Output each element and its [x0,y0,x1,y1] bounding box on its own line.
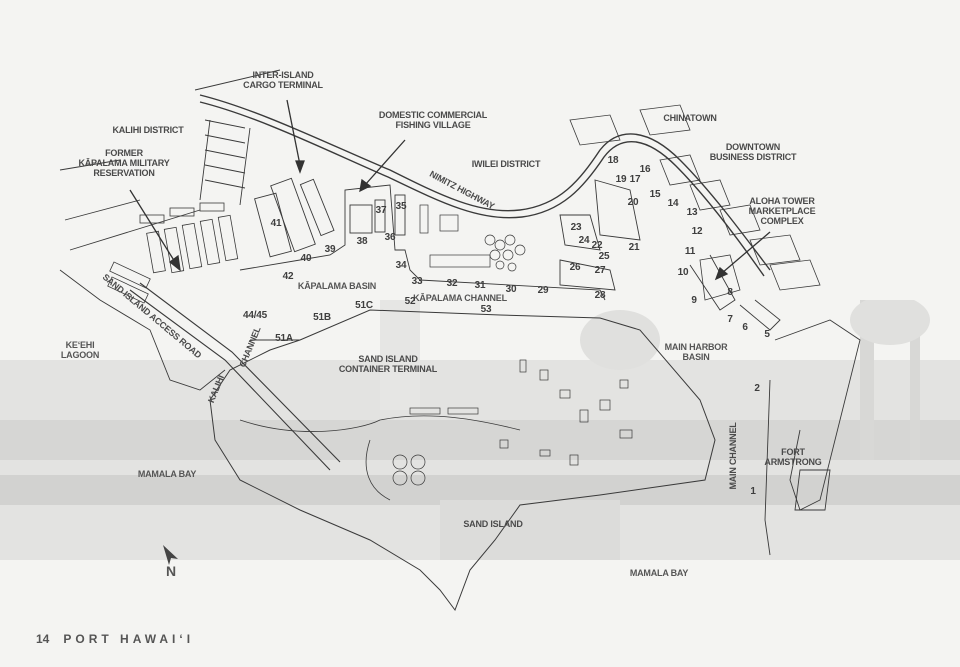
pier-number: 51A [275,333,293,344]
pier-number: 29 [537,285,549,296]
label-kalihi-district: KALIHI DISTRICT [112,125,184,135]
pier-number: 22 [591,240,603,251]
pier-number: 42 [282,271,294,282]
pier-number: 31 [474,280,486,291]
pier-number: 40 [300,253,312,264]
pier-number: 2 [754,383,760,394]
pier-number: 26 [569,262,581,273]
pier-number: 23 [570,222,582,233]
label-domestic-fishing-village: DOMESTIC COMMERCIAL FISHING VILLAGE [378,110,488,130]
pier-number: 32 [446,278,458,289]
label-sand-island-container-terminal: SAND ISLAND CONTAINER TERMINAL [338,354,438,374]
label-downtown-business-district: DOWNTOWN BUSINESS DISTRICT [709,142,797,162]
pier-number: 51B [313,312,331,323]
label-kapalama-channel: KĀPALAMA CHANNEL [413,293,507,303]
pier-number: 38 [356,236,368,247]
label-mamala-bay-south: MAMALA BAY [629,568,689,578]
pier-number: 36 [384,232,396,243]
pier-number: 12 [691,226,703,237]
label-sand-island: SAND ISLAND [463,519,523,529]
pier-number: 30 [505,284,517,295]
pier-number: 19 [615,174,627,185]
page-number: 14 [36,632,50,646]
pier-number: 8 [727,287,733,298]
label-iwilei-district: IWILEI DISTRICT [471,159,541,169]
pier-number: 9 [691,295,697,306]
label-kapalama-basin: KĀPALAMA BASIN [297,281,377,291]
label-mamala-bay-west: MAMALA BAY [137,469,197,479]
pier-number: 1 [750,486,756,497]
label-chinatown: CHINATOWN [663,113,717,123]
label-fort-armstrong: FORT ARMSTRONG [764,447,822,467]
north-arrow-icon [163,545,178,565]
label-aloha-tower-marketplace: ALOHA TOWER MARKETPLACE COMPLEX [748,196,816,226]
pier-number: 53 [480,304,492,315]
pier-number: 44/45 [242,310,268,321]
pier-number: 15 [649,189,661,200]
pier-number: 24 [578,235,590,246]
pier-number: 5 [764,329,770,340]
pier-number: 25 [598,251,610,262]
label-keehi-lagoon: KE‘EHI LAGOON [60,340,100,360]
pier-number: 11 [684,246,696,257]
pier-number: 13 [686,207,698,218]
pier-number: 16 [639,164,651,175]
pier-number: 41 [270,218,282,229]
pier-number: 10 [677,267,689,278]
north-label: N [166,563,177,579]
pier-number: 6 [742,322,748,333]
faded-harbor-photo [0,300,960,560]
pier-number: 37 [375,205,387,216]
pier-number: 7 [727,314,733,325]
page-footer: 14 PORT HAWAI‘I [36,632,194,646]
pier-number: 51C [355,300,373,311]
pier-number: 35 [395,201,407,212]
label-inter-island-cargo-terminal: INTER-ISLAND CARGO TERMINAL [243,70,323,90]
label-main-channel: MAIN CHANNEL [728,422,738,490]
pier-number: 14 [667,198,679,209]
running-title: PORT HAWAI‘I [63,632,195,646]
pier-number: 20 [627,197,639,208]
pier-number: 21 [628,242,640,253]
pier-number: 34 [395,260,407,271]
pier-number: 28 [594,290,606,301]
pier-number: 18 [607,155,619,166]
pier-number: 27 [594,265,606,276]
label-main-harbor-basin: MAIN HARBOR BASIN [664,342,728,362]
pier-number: 52 [404,296,416,307]
pier-number: 17 [629,174,641,185]
pier-number: 33 [411,276,423,287]
label-former-kapalama-military-reservation: FORMER KĀPALAMA MILITARY RESERVATION [78,148,170,178]
pier-number: 39 [324,244,336,255]
